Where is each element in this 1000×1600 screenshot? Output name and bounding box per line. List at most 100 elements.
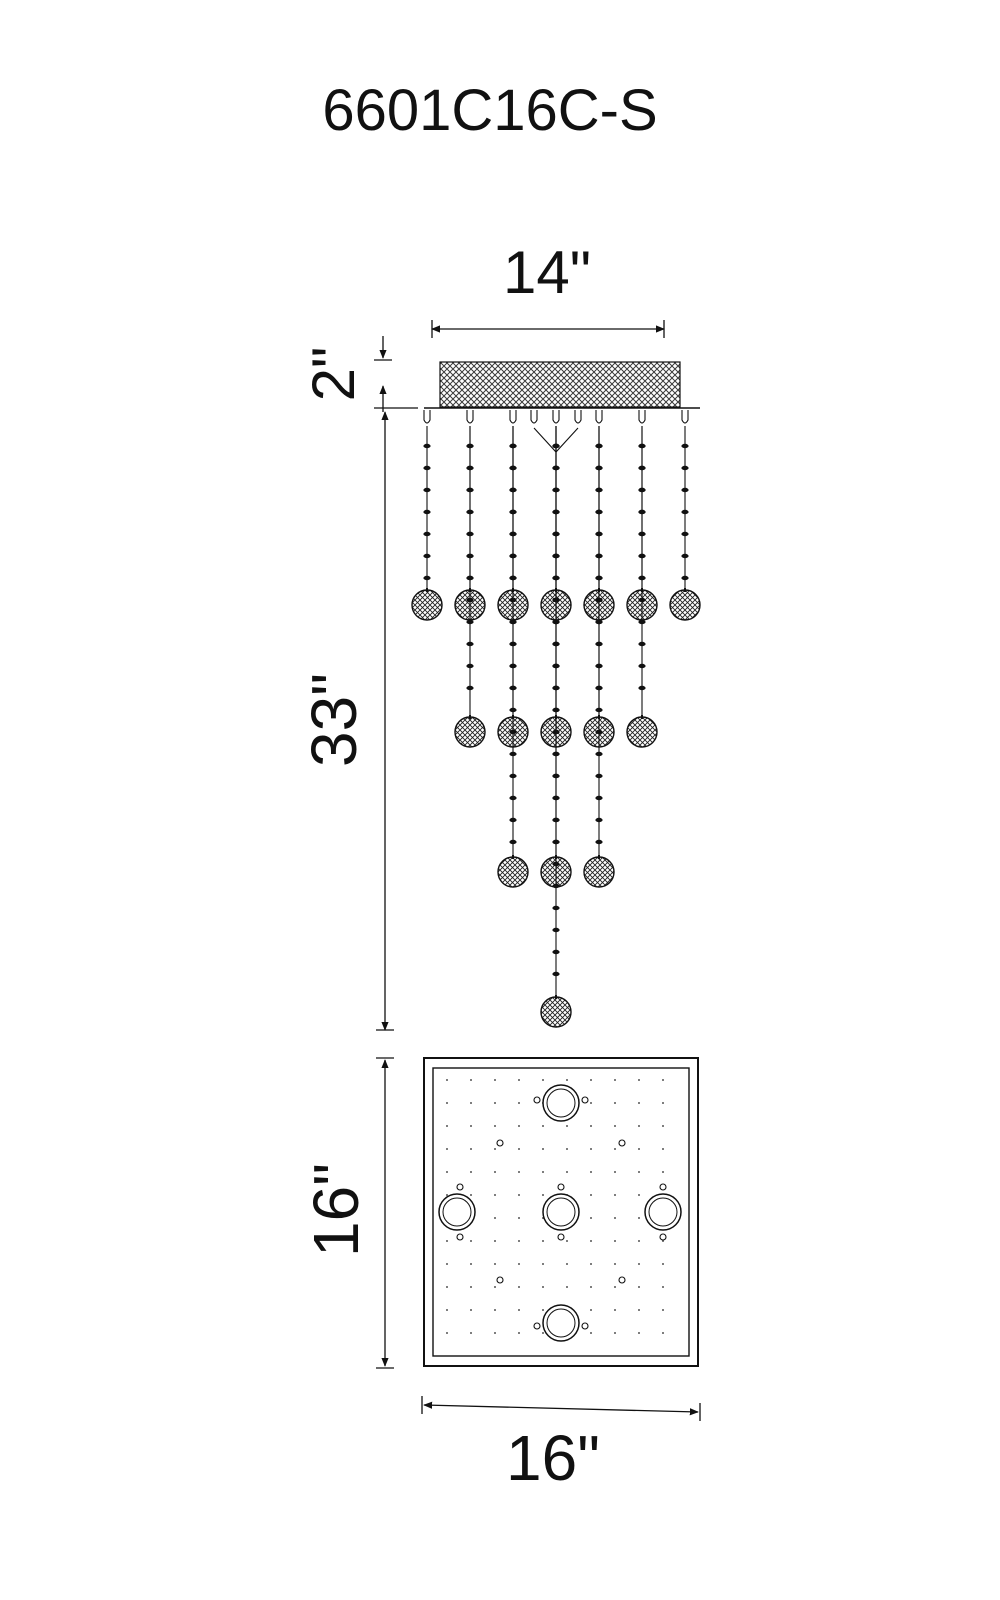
base-dot xyxy=(518,1332,520,1334)
base-dot xyxy=(470,1125,472,1127)
strand-crystal xyxy=(681,575,689,581)
base-dot xyxy=(614,1148,616,1150)
strand-hook xyxy=(552,410,560,424)
strand-crystal xyxy=(552,883,560,889)
base-dot xyxy=(542,1125,544,1127)
base-dot xyxy=(542,1171,544,1173)
base-dot xyxy=(518,1309,520,1311)
base-dot xyxy=(566,1148,568,1150)
base-dot xyxy=(446,1332,448,1334)
base-dot xyxy=(446,1286,448,1288)
base-dot xyxy=(662,1125,664,1127)
strand-crystal xyxy=(509,509,517,515)
base-dot xyxy=(638,1148,640,1150)
socket-inner xyxy=(546,1197,576,1227)
base-dot xyxy=(470,1079,472,1081)
socket-inner xyxy=(442,1197,472,1227)
strand-crystal xyxy=(466,487,474,493)
strand-crystal xyxy=(509,663,517,669)
base-dot xyxy=(542,1148,544,1150)
base-depth-dimension xyxy=(376,1057,394,1369)
base-dot xyxy=(566,1263,568,1265)
base-dot xyxy=(470,1171,472,1173)
base-dot xyxy=(638,1171,640,1173)
crystal-ball xyxy=(583,856,615,888)
base-dot xyxy=(614,1171,616,1173)
strand-crystal xyxy=(638,575,646,581)
strand-crystal xyxy=(466,575,474,581)
strand-crystal xyxy=(638,619,646,625)
strand-crystal xyxy=(509,465,517,471)
socket-outer xyxy=(644,1193,682,1231)
base-dot xyxy=(470,1240,472,1242)
base-dot xyxy=(470,1332,472,1334)
screw-hole xyxy=(581,1322,589,1330)
canopy-height-label: 2" xyxy=(300,347,367,402)
base-dot xyxy=(542,1263,544,1265)
strand-crystal xyxy=(466,531,474,537)
strand-crystal xyxy=(552,465,560,471)
strand-hook xyxy=(595,410,603,424)
strand-hook xyxy=(530,410,538,424)
base-dot xyxy=(590,1125,592,1127)
base-dot xyxy=(638,1102,640,1104)
strand-crystal xyxy=(552,905,560,911)
base-depth-label: 16" xyxy=(300,1163,372,1257)
base-dot xyxy=(470,1148,472,1150)
base-dot xyxy=(446,1125,448,1127)
base-dot xyxy=(494,1286,496,1288)
strand-crystal xyxy=(466,553,474,559)
base-dot xyxy=(590,1240,592,1242)
strand-crystal xyxy=(466,641,474,647)
strand-crystal xyxy=(552,773,560,779)
strand-hook xyxy=(509,410,517,424)
strand-crystal xyxy=(552,509,560,515)
base-dot xyxy=(518,1171,520,1173)
base-dot xyxy=(494,1240,496,1242)
base-dot xyxy=(662,1102,664,1104)
base-dot xyxy=(518,1286,520,1288)
strand-crystal xyxy=(509,619,517,625)
base-dot xyxy=(590,1217,592,1219)
base-dot xyxy=(590,1171,592,1173)
socket-inner xyxy=(648,1197,678,1227)
base-dot xyxy=(542,1079,544,1081)
screw-hole xyxy=(496,1276,504,1284)
strand-crystal xyxy=(509,729,517,735)
strand-crystal xyxy=(552,553,560,559)
strand-hook xyxy=(423,410,431,424)
base-dot xyxy=(494,1148,496,1150)
strand-crystal xyxy=(552,443,560,449)
canopy-width-label: 14" xyxy=(503,239,591,306)
socket-outer xyxy=(438,1193,476,1231)
strand-crystal xyxy=(681,509,689,515)
strand-crystal xyxy=(638,553,646,559)
base-dot xyxy=(446,1171,448,1173)
strand-crystal xyxy=(552,597,560,603)
base-dot xyxy=(638,1286,640,1288)
strand-crystal xyxy=(595,553,603,559)
strand-crystal xyxy=(595,443,603,449)
base-dot xyxy=(518,1148,520,1150)
base-dot xyxy=(542,1286,544,1288)
base-dot xyxy=(638,1240,640,1242)
strand-crystal xyxy=(509,597,517,603)
socket-outer xyxy=(542,1304,580,1342)
base-dot xyxy=(494,1171,496,1173)
base-dot xyxy=(614,1286,616,1288)
base-dot xyxy=(590,1194,592,1196)
base-dot xyxy=(518,1102,520,1104)
base-dot xyxy=(614,1102,616,1104)
strand-crystal xyxy=(638,509,646,515)
strand-crystal xyxy=(552,861,560,867)
strand-crystal xyxy=(509,817,517,823)
strand-crystal xyxy=(466,597,474,603)
strand-crystal xyxy=(509,751,517,757)
base-dot xyxy=(470,1309,472,1311)
base-dot xyxy=(590,1309,592,1311)
strand-crystal xyxy=(595,641,603,647)
base-dot xyxy=(494,1125,496,1127)
base-dot xyxy=(614,1079,616,1081)
base-dot xyxy=(566,1125,568,1127)
strand-crystal xyxy=(509,707,517,713)
